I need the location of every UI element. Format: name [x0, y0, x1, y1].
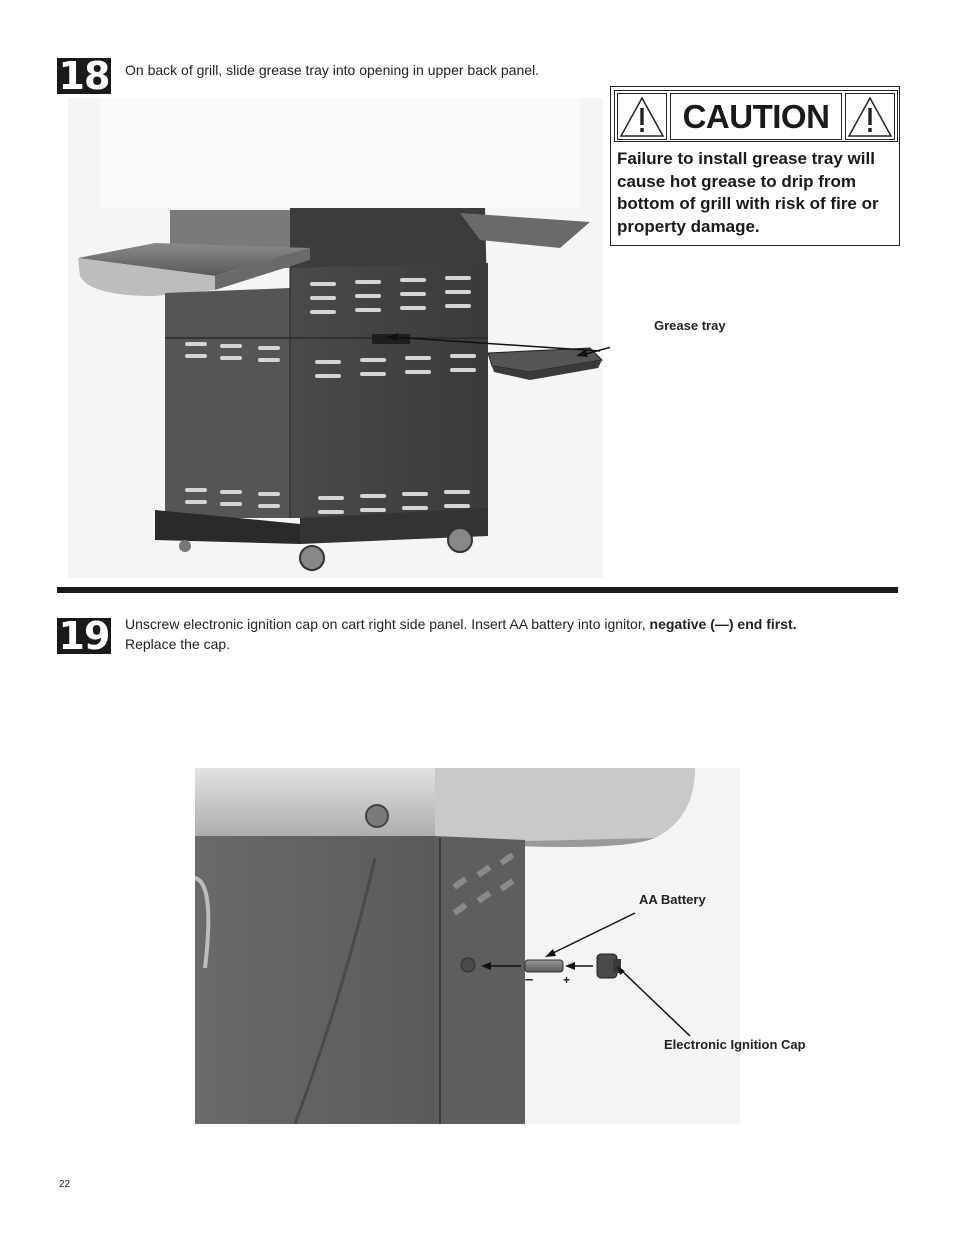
- step-19-text-bold: negative (—) end first.: [649, 616, 797, 632]
- battery-plus-sign: +: [563, 973, 571, 987]
- step-18-instruction: On back of grill, slide grease tray into…: [125, 62, 540, 78]
- step-divider: [57, 587, 898, 593]
- warning-triangle-icon: [617, 93, 667, 140]
- aa-battery-label: AA Battery: [639, 892, 706, 907]
- step-number-18: 18: [57, 54, 111, 98]
- caution-header: CAUTION: [614, 90, 898, 142]
- warning-triangle-icon: [845, 93, 895, 140]
- step-19-text-part2: Replace the cap.: [125, 636, 231, 652]
- page-number: 22: [59, 1179, 71, 1190]
- grill-back-illustration: [68, 98, 610, 578]
- step-number-19: 19: [57, 614, 111, 658]
- caution-message: Failure to install grease tray will caus…: [617, 149, 879, 236]
- caution-box: CAUTION Failure to install grease tray w…: [610, 86, 900, 246]
- ignition-cap-label: Electronic Ignition Cap: [664, 1037, 806, 1052]
- ignitor-illustration: [195, 768, 740, 1124]
- step-19-text-part1: Unscrew electronic ignition cap on cart …: [125, 616, 650, 632]
- step-19-instruction: Unscrew electronic ignition cap on cart …: [125, 614, 865, 654]
- caution-title: CAUTION: [670, 93, 842, 140]
- battery-minus-sign: –: [525, 971, 534, 988]
- grease-tray-label: Grease tray: [654, 318, 726, 333]
